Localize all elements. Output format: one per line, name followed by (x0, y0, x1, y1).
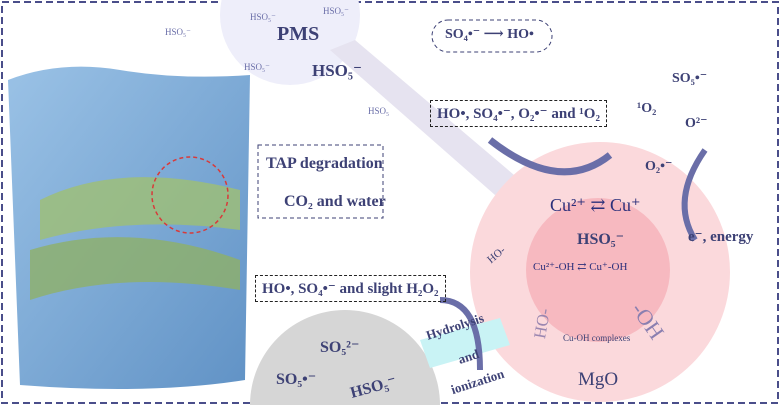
sulfite-semicircle (250, 310, 440, 405)
so5-radical-bottom: SO₅•⁻ (276, 371, 317, 388)
cu-redox: Cu²⁺ ⇄ Cu⁺ (550, 195, 641, 215)
conversion-oval (431, 19, 553, 53)
pms-circle (220, 0, 360, 85)
mgo-label: MgO (578, 369, 619, 390)
cu-oh-complexes: Cu-OH complexes (563, 333, 631, 343)
superoxide: O₂•⁻ (645, 159, 673, 174)
bulk-species-box: HO•, SO₄•⁻ and slight H₂O₂ (255, 275, 446, 302)
hso5-label: HSO₅⁻ (165, 27, 191, 37)
arrow-to-surface (487, 137, 613, 176)
so5-2minus: SO₅²⁻ (320, 339, 360, 356)
hso5-label: HSO₅⁻ (323, 6, 349, 16)
hso5-label: HSO₅⁻ (250, 12, 276, 22)
pms-label: PMS (277, 23, 320, 45)
degradation-product: CO₂ and water (284, 193, 386, 210)
arrow-energy (681, 148, 708, 242)
hso5-large-label: HSO₅⁻ (312, 61, 362, 80)
diffusion-band (330, 40, 520, 195)
degradation-title: TAP degradation (266, 155, 383, 172)
hydrolysis-band (420, 318, 510, 368)
hso5-label: HSO₅⁻ (244, 62, 270, 72)
highlight-circle (151, 156, 229, 234)
degradation-box (257, 144, 384, 219)
catalyst-layer-bottom (30, 237, 240, 300)
water-block (8, 66, 250, 390)
hso5-label: HSO₅ (368, 106, 390, 116)
arrow-to-bulk (439, 297, 483, 371)
electron-transfer-label: e⁻, energy (688, 229, 754, 245)
cu-oh-redox: Cu²⁺-OH ⇄ Cu⁺-OH (533, 261, 628, 273)
surface-species-box: HO•, SO₄•⁻, O₂•⁻ and ¹O₂ (430, 100, 607, 127)
radical-conversion: SO₄•⁻ ⟶ HO• (445, 27, 534, 42)
catalyst-layer-top (40, 177, 240, 240)
inner-hso5: HSO₅⁻ (577, 231, 625, 248)
o2-minus: O²⁻ (685, 116, 708, 131)
so5-radical: SO₅•⁻ (672, 71, 708, 86)
catalyst-inner-circle (526, 198, 670, 342)
singlet-oxygen: ¹O₂ (637, 101, 657, 116)
